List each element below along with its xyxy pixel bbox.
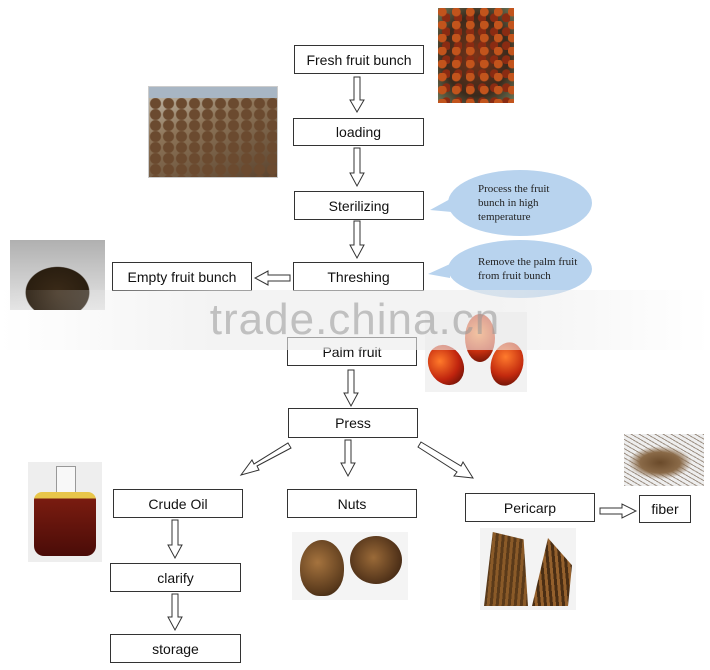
sterilizing-box: Sterilizing [294,191,424,220]
fiber-photo [624,434,704,486]
arrow-sterilizing-to-threshing [349,220,365,260]
nuts-photo [292,532,408,600]
sterilizing-note-text: Process the fruit bunch in high temperat… [478,183,550,223]
threshing-box: Threshing [293,262,424,291]
loading-photo [148,86,278,178]
arrow-press-to-nuts [340,439,356,478]
clarify-box: clarify [110,563,241,592]
press-box: Press [288,408,418,438]
sterilizing-note-tail [430,198,452,212]
arrow-loading-to-sterilizing [349,147,365,188]
threshing-note-tail [428,264,450,278]
arrow-crude-to-clarify [167,519,183,560]
storage-box: storage [110,634,241,663]
arrow-pericarp-to-fiber [599,503,638,519]
crude-oil-box: Crude Oil [113,489,243,518]
sterilizing-note: Process the fruit bunch in high temperat… [448,170,592,236]
threshing-note: Remove the palm fruit from fruit bunch [448,240,592,298]
pericarp-photo [480,528,576,610]
fresh-fruit-bunch-photo [438,8,514,103]
pericarp-box: Pericarp [465,493,595,522]
fresh-fruit-bunch-box: Fresh fruit bunch [294,45,424,74]
arrow-fresh-to-loading [349,76,365,113]
fiber-box: fiber [639,495,691,523]
nuts-box: Nuts [287,489,417,518]
arrow-palm-to-press [343,369,359,408]
arrow-clarify-to-storage [167,593,183,632]
arrow-press-to-pericarp [417,441,474,479]
empty-fruit-bunch-box: Empty fruit bunch [112,262,252,291]
arrow-threshing-to-empty [253,270,291,286]
crude-oil-photo [28,462,102,562]
threshing-note-text: Remove the palm fruit from fruit bunch [478,256,578,282]
arrow-press-to-crude [239,442,292,476]
loading-box: loading [293,118,424,146]
watermark-text: trade.china.cn [209,295,501,344]
watermark: trade.china.cn [0,290,710,350]
